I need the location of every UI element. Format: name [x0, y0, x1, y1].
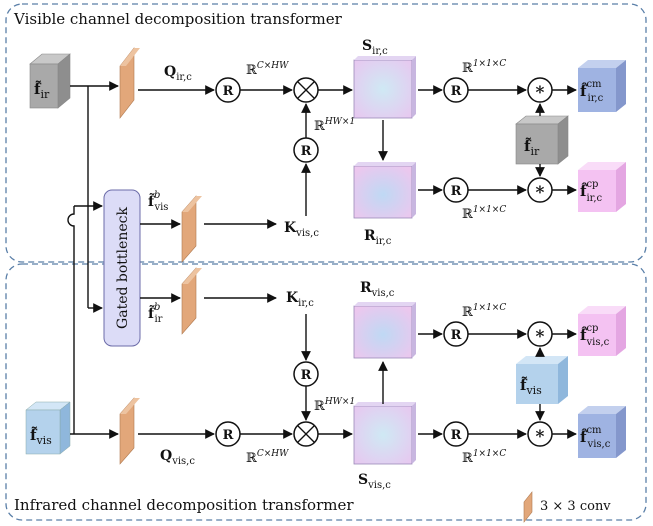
- gated-bottleneck-block: [103, 189, 141, 347]
- svg-text:*: *: [536, 427, 545, 447]
- input-ir-cube: [29, 53, 71, 109]
- mid-vis-label: f̃vis: [520, 376, 542, 397]
- s-ir-label: Sir,c: [362, 38, 388, 57]
- mid-ir-label: f̃ir: [524, 137, 540, 158]
- output-cm-vis-cube: [578, 406, 626, 458]
- mid-ir-cube: [515, 115, 569, 165]
- svg-text:R: R: [223, 84, 234, 99]
- multiply-node-cm-vis: *: [527, 421, 553, 447]
- conv-block-k-ir: [181, 267, 202, 335]
- q-ir-label: Qir,c: [164, 64, 192, 83]
- attention-map-r-vis: [353, 302, 416, 359]
- matmul-node-bottom: [293, 421, 319, 447]
- dim-11c-top-b: ℝ1×1×C: [462, 205, 506, 222]
- dim-hw1-bottom: ℝHW×1: [314, 397, 355, 414]
- q-vis-label: Qvis,c: [160, 448, 195, 467]
- svg-text:R: R: [451, 328, 462, 343]
- top-panel-frame: [5, 3, 647, 263]
- reshape-node-r-vis: R: [443, 321, 469, 347]
- k-vis-label: Kvis,c: [284, 220, 319, 239]
- reshape-node-q-vis: R: [215, 421, 241, 447]
- attention-map-s-vis: [353, 402, 416, 465]
- input-ir-label: f̃ir: [34, 80, 50, 101]
- dim-11c-bottom-a: ℝ1×1×C: [462, 303, 506, 320]
- conv-block-q-vis: [119, 397, 140, 465]
- gated-bottleneck-label: Gated bottleneck: [115, 207, 131, 329]
- reshape-node-s-ir: R: [443, 77, 469, 103]
- attention-map-r-ir: [353, 162, 416, 219]
- svg-text:R: R: [301, 368, 312, 383]
- svg-text:R: R: [301, 144, 312, 159]
- reshape-node-r-ir: R: [443, 177, 469, 203]
- reshape-node-k-ir: R: [293, 361, 319, 387]
- svg-text:R: R: [451, 184, 462, 199]
- multiply-node-cp-vis: *: [527, 321, 553, 347]
- attention-map-s-ir: [353, 56, 416, 119]
- dim-11c-top-a: ℝ1×1×C: [462, 59, 506, 76]
- multiply-node-cp-ir: *: [527, 177, 553, 203]
- reshape-node-q-ir: R: [215, 77, 241, 103]
- output-cm-ir-cube: [578, 60, 626, 112]
- reshape-node-s-vis: R: [443, 421, 469, 447]
- reshape-node-k-vis: R: [293, 137, 319, 163]
- conv-block-k-vis: [181, 195, 202, 263]
- output-cp-vis-cube: [578, 306, 626, 356]
- k-ir-label: Kir,c: [286, 290, 314, 309]
- svg-text:R: R: [451, 428, 462, 443]
- top-panel-title: Visible channel decomposition transforme…: [13, 10, 343, 28]
- output-cp-ir-cube: [578, 162, 626, 212]
- svg-text:R: R: [451, 84, 462, 99]
- input-vis-cube: [25, 401, 71, 455]
- legend-conv-label: 3 × 3 conv: [540, 499, 611, 514]
- input-vis-label: f̃vis: [30, 426, 52, 447]
- dim-chw-bottom: ℝC×HW: [246, 449, 289, 466]
- multiply-node-cm-ir: *: [527, 77, 553, 103]
- r-ir-label: Rir,c: [364, 228, 392, 247]
- matmul-node-top: [293, 77, 319, 103]
- bottom-panel-title: Infrared channel decomposition transform…: [14, 496, 354, 514]
- dim-11c-bottom-b: ℝ1×1×C: [462, 449, 506, 466]
- dim-hw1-top: ℝHW×1: [314, 117, 355, 134]
- r-vis-label: Rvis,c: [360, 280, 395, 299]
- connectors: [67, 81, 577, 439]
- svg-text:*: *: [536, 327, 545, 347]
- svg-text:R: R: [223, 428, 234, 443]
- bottom-panel-frame: [5, 263, 647, 521]
- s-vis-label: Svis,c: [358, 472, 391, 491]
- svg-text:*: *: [536, 183, 545, 203]
- legend-conv-swatch: [523, 491, 533, 523]
- dim-chw-top: ℝC×HW: [246, 61, 289, 78]
- mid-vis-cube: [516, 356, 568, 404]
- svg-text:*: *: [536, 83, 545, 103]
- conv-block-q-ir: [119, 47, 140, 119]
